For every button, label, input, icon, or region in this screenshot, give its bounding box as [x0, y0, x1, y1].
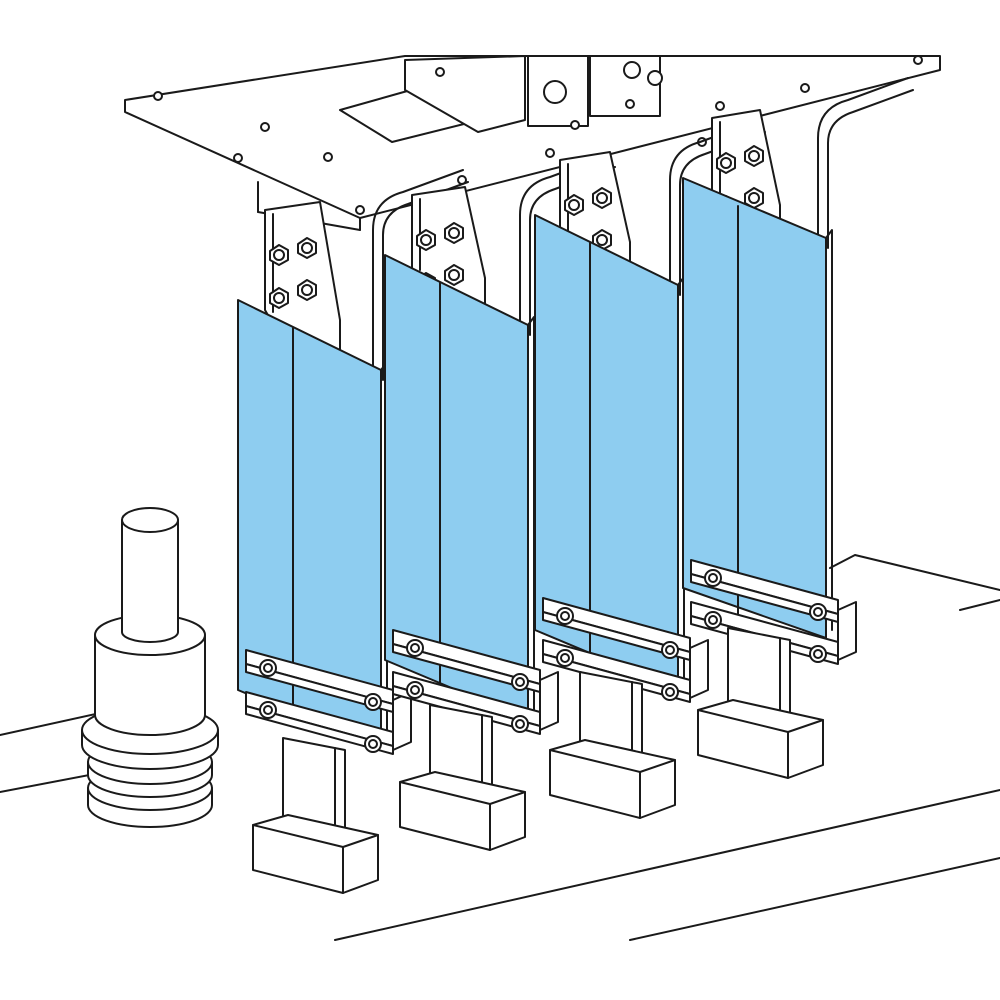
clamp-bolt-nut	[560, 611, 570, 621]
clamp-bolt-nut	[515, 677, 525, 687]
plate-screw-icon	[715, 101, 725, 111]
busbar-riser	[679, 131, 766, 296]
plate-screw-icon	[323, 152, 333, 162]
busbar-riser	[827, 89, 914, 249]
hex-bolt-washer	[448, 227, 460, 239]
busbar-phase-3	[534, 119, 766, 819]
busbar-clamp-lip	[392, 685, 541, 735]
terminal-block-base	[404, 55, 526, 133]
busbar-riser	[372, 169, 464, 381]
clamp-bolt-nut	[708, 573, 718, 583]
plate-screw-icon	[570, 120, 580, 130]
top-mounting-plate	[124, 55, 941, 231]
plate-screw-icon	[233, 153, 243, 163]
hex-bolt-washer	[301, 242, 313, 254]
clamp-bolt-nut	[813, 607, 823, 617]
clamp-bolt-nut	[368, 739, 378, 749]
clamp-bolt-nut	[368, 697, 378, 707]
clamp-bolt-nut	[263, 663, 273, 673]
clamp-bolt-nut	[708, 615, 718, 625]
busbar-phase-2	[384, 154, 616, 851]
plate-screws	[153, 55, 923, 215]
support-base-block	[697, 699, 824, 779]
busbar-clamp-lip	[245, 705, 394, 755]
hex-bolt-washer	[273, 249, 285, 261]
busbar-riser	[519, 154, 611, 336]
clamp-bolt-nut	[813, 649, 823, 659]
hex-bolt-washer	[748, 192, 760, 204]
clamp-bolt-nut	[410, 643, 420, 653]
hex-bolt-washer	[720, 157, 732, 169]
hex-bolt-washer	[568, 199, 580, 211]
hex-bolt-washer	[273, 292, 285, 304]
busbar-riser	[669, 119, 761, 296]
plate-screw-icon	[800, 83, 810, 93]
clamp-side-bracket	[392, 691, 412, 751]
plate-screw-icon	[355, 205, 365, 215]
clamp-bolt-nut	[665, 645, 675, 655]
clamp-side-bracket	[539, 671, 559, 731]
busbar-clamp-lip	[542, 653, 691, 703]
support-base-block	[549, 739, 676, 819]
busbar-riser	[817, 77, 909, 249]
plate-screw-icon	[913, 55, 923, 65]
clamp-side-bracket	[689, 639, 709, 699]
hex-bolt-washer	[596, 192, 608, 204]
plate-screw-icon	[625, 99, 635, 109]
hex-bolt-washer	[748, 150, 760, 162]
sleeve-edge	[825, 229, 833, 631]
plate-screw-icon	[260, 122, 270, 132]
clamp-bolt-nut	[515, 719, 525, 729]
clamp-bolt-nut	[560, 653, 570, 663]
clamp-bolt-nut	[263, 705, 273, 715]
hex-bolt-washer	[448, 269, 460, 281]
post-insulator-icon	[81, 507, 219, 828]
hex-bolt-washer	[301, 284, 313, 296]
busbar-phase-4	[682, 77, 914, 779]
hex-bolt-washer	[420, 234, 432, 246]
clamp-bolt-nut	[665, 687, 675, 697]
plate-screw-icon	[435, 67, 445, 77]
clamp-side-bracket	[837, 601, 857, 661]
support-base-block	[252, 814, 379, 894]
hex-bolt-washer	[596, 234, 608, 246]
plate-screw-icon	[545, 148, 555, 158]
plate-screw-icon	[153, 91, 163, 101]
busbar-phase-1	[237, 169, 469, 894]
busbar-riser	[382, 181, 469, 381]
busbar-phases	[237, 77, 914, 894]
support-base-block	[399, 771, 526, 851]
busbar-riser	[529, 166, 616, 336]
clamp-bolt-nut	[410, 685, 420, 695]
